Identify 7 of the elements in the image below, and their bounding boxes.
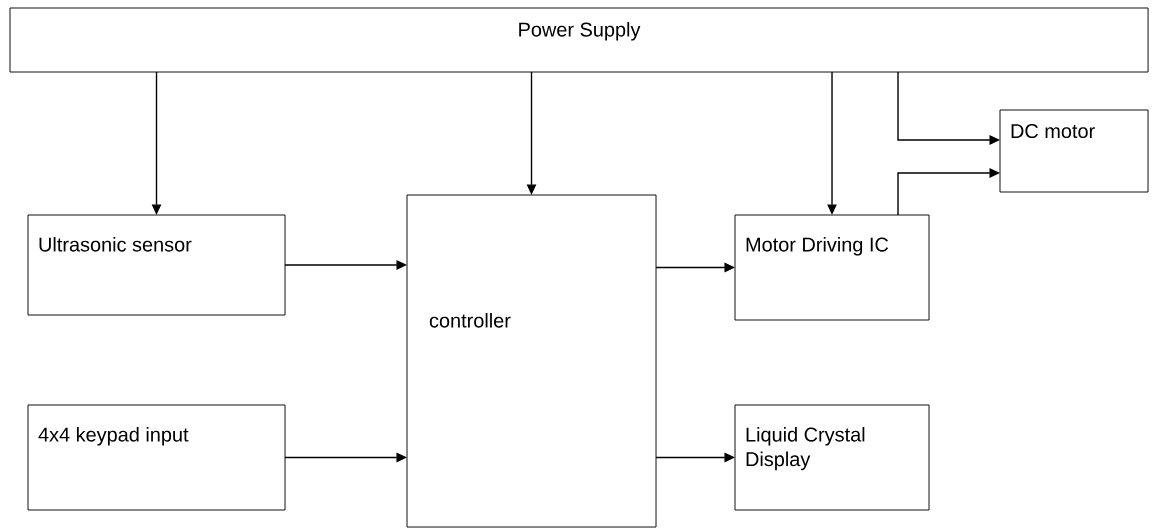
controller-box: controller (406, 194, 657, 528)
block-box: 4x4 keypad input (27, 404, 286, 511)
block-box: DC motor (999, 109, 1149, 193)
block-box: Liquid Crystal Display (734, 404, 930, 511)
supply-box: Power Supply (9, 7, 1149, 73)
block-box: Ultrasonic sensor (27, 214, 286, 316)
block-box: Motor Driving IC (734, 214, 930, 321)
